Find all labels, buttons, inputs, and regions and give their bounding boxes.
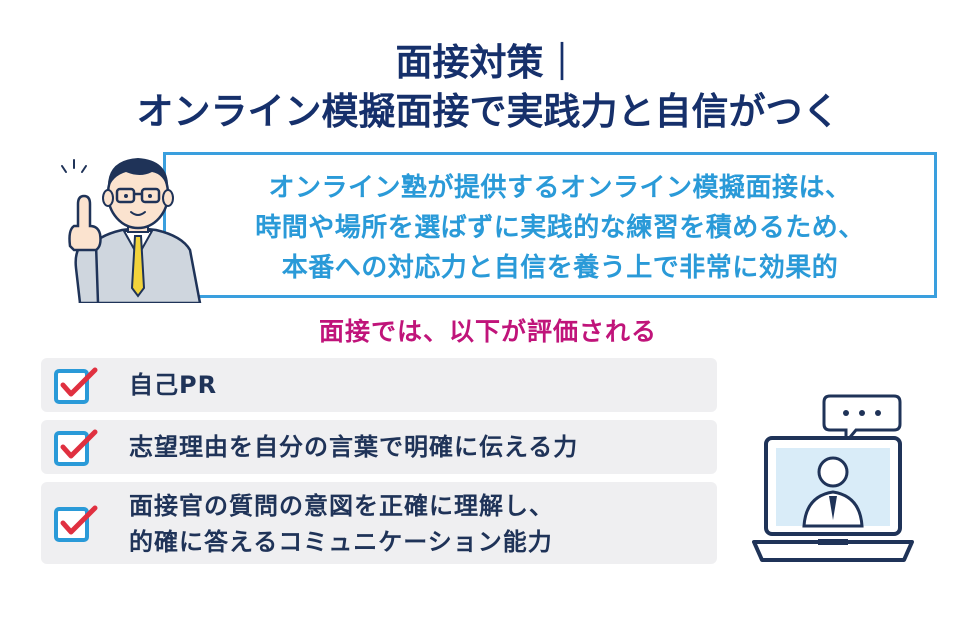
evaluation-item-label: 自己PR (129, 371, 218, 399)
intro-box: オンライン塾が提供するオンライン模擬面接は、 時間や場所を選ばずに実践的な練習を… (163, 152, 937, 298)
checked-box-icon (54, 505, 98, 542)
checked-box-icon (54, 367, 98, 404)
checked-box-icon (54, 429, 98, 466)
evaluation-item-self-pr: 自己PR (41, 358, 717, 412)
evaluation-heading: 面接では、以下が評価される (318, 317, 657, 346)
evaluation-item-label: 志望理由を自分の言葉で明確に伝える力 (129, 433, 579, 461)
page-title-line-1: 面接対策｜ (395, 41, 581, 84)
businessman-pointing-icon (61, 158, 202, 303)
evaluation-item-communication: 面接官の質問の意図を正確に理解し、 的確に答えるコミュニケーション能力 (41, 482, 717, 564)
evaluation-item-motivation: 志望理由を自分の言葉で明確に伝える力 (41, 420, 717, 474)
page-title-line-2: オンライン模擬面接で実践力と自信がつく (136, 90, 840, 133)
video-call-laptop-icon (752, 394, 914, 562)
evaluation-item-label: 面接官の質問の意図を正確に理解し、 的確に答えるコミュニケーション能力 (129, 492, 554, 556)
intro-text: オンライン塾が提供するオンライン模擬面接は、 時間や場所を選ばずに実践的な練習を… (255, 173, 865, 283)
